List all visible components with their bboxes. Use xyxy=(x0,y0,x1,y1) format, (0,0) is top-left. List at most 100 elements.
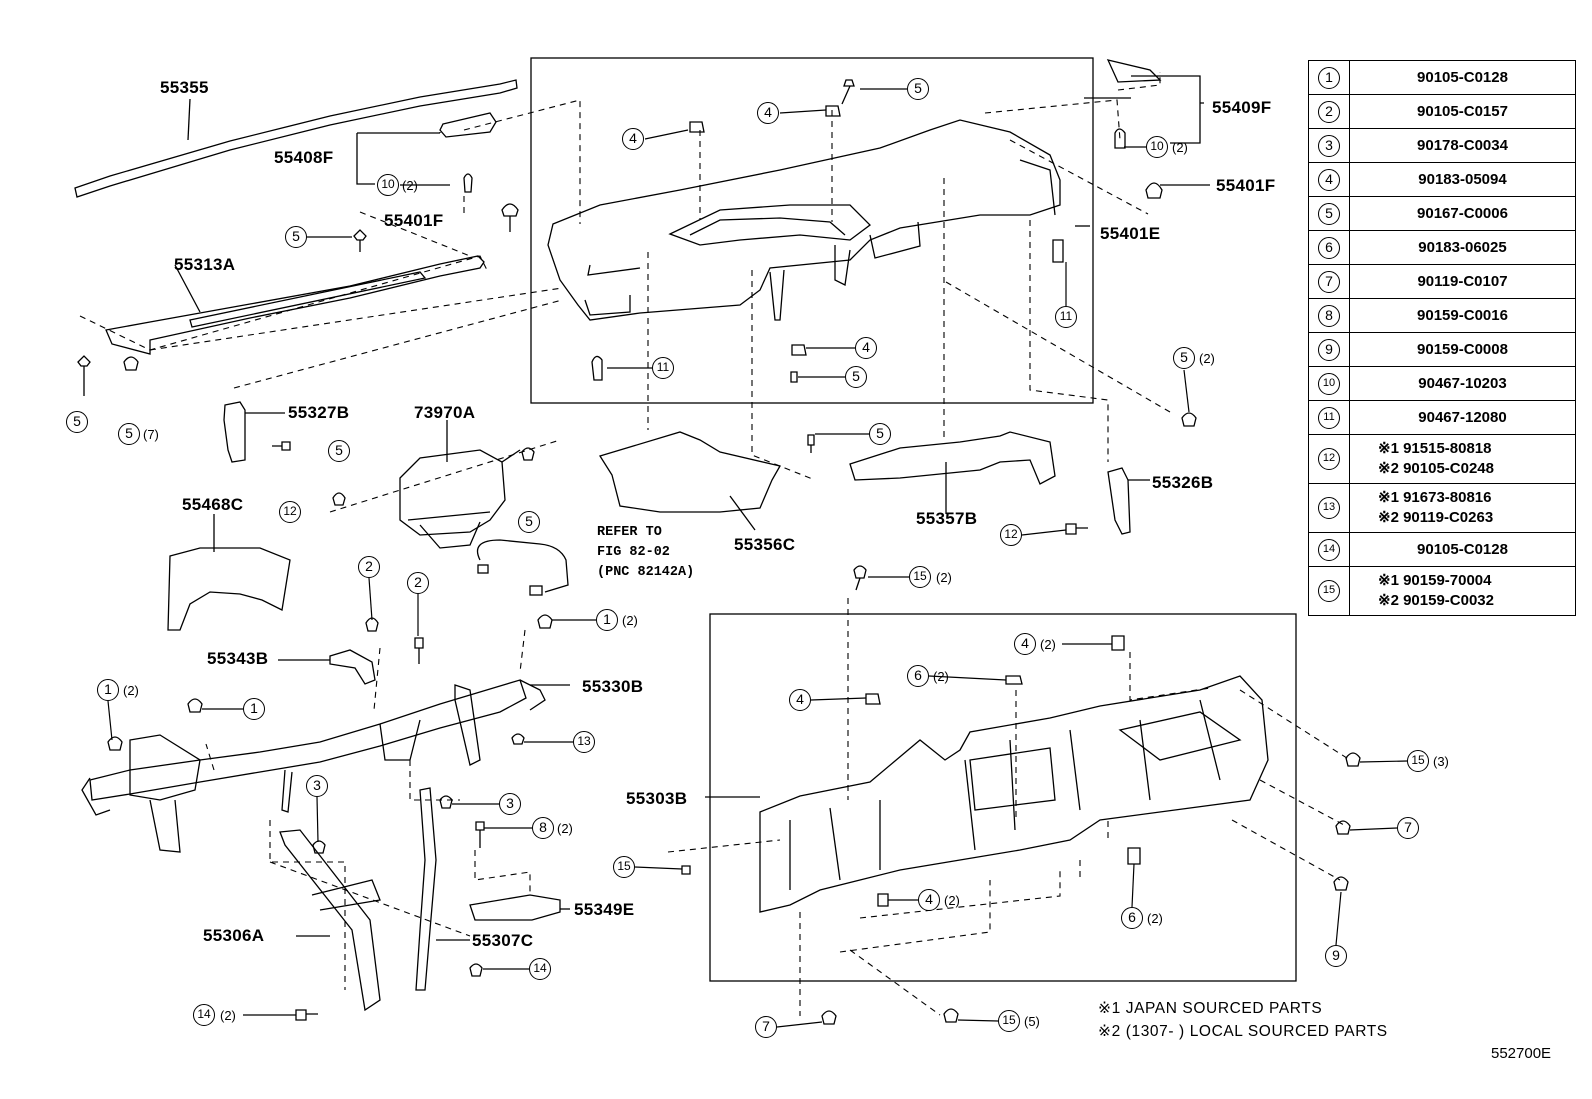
callout-15: 15 xyxy=(998,1010,1020,1032)
callout-15: 15 xyxy=(613,856,635,878)
part-label-55306A: 55306A xyxy=(203,926,265,945)
legend-key: 13 xyxy=(1318,497,1340,519)
legend-key: 15 xyxy=(1318,580,1340,602)
callout-4: 4 xyxy=(855,337,877,359)
callout-4: 4 xyxy=(789,689,811,711)
note-japan-sourced: ※1 JAPAN SOURCED PARTS xyxy=(1098,1000,1323,1017)
part-label-55326B: 55326B xyxy=(1152,473,1214,492)
legend-value: 90467-12080 xyxy=(1349,400,1576,435)
callout-2: 2 xyxy=(358,556,380,578)
legend-value: 90159-C0008 xyxy=(1349,332,1576,367)
legend-row: 12※1 91515-80818※2 90105-C0248 xyxy=(1308,434,1576,484)
legend-key: 7 xyxy=(1318,270,1340,293)
part-label-55303B: 55303B xyxy=(626,789,688,808)
callout-6: 6 xyxy=(907,665,929,687)
qty-2: (2) xyxy=(1199,351,1215,366)
refer-line-1: REFER TO xyxy=(597,525,662,540)
figure-id: 552700E xyxy=(1491,1045,1552,1062)
part-label-55349E: 55349E xyxy=(574,900,635,919)
legend-key: 5 xyxy=(1318,202,1340,225)
legend-value: ※1 91515-80818 xyxy=(1378,440,1492,457)
callout-2: 2 xyxy=(407,572,429,594)
note-local-sourced: ※2 (1307- ) LOCAL SOURCED PARTS xyxy=(1098,1023,1388,1040)
upper-panel-box xyxy=(530,57,1094,404)
callout-9: 9 xyxy=(1325,945,1347,967)
legend-value-alt: ※2 90119-C0263 xyxy=(1378,509,1494,526)
qty-2: (2) xyxy=(1040,637,1056,652)
callout-3: 3 xyxy=(499,793,521,815)
part-55468C-shape xyxy=(167,547,291,631)
legend-value: 90467-10203 xyxy=(1349,366,1576,401)
legend-key: 14 xyxy=(1318,538,1340,561)
callout-5: 5 xyxy=(1173,347,1195,369)
part-55313A-shape xyxy=(105,255,485,355)
callout-6: 6 xyxy=(1121,907,1143,929)
callout-4: 4 xyxy=(622,128,644,150)
legend-value: 90105-C0128 xyxy=(1349,60,1576,95)
part-label-55327B: 55327B xyxy=(288,403,350,422)
part-label-55408F: 55408F xyxy=(274,148,334,167)
legend-value: 90183-05094 xyxy=(1349,162,1576,197)
callout-14: 14 xyxy=(529,958,551,980)
callout-15: 15 xyxy=(909,566,931,588)
refer-line-3: (PNC 82142A) xyxy=(597,565,695,580)
part-55401E-shape xyxy=(547,119,1061,321)
part-label-55343B: 55343B xyxy=(207,649,269,668)
callout-7: 7 xyxy=(1397,817,1419,839)
qty-2: (2) xyxy=(622,613,638,628)
qty-2: (2) xyxy=(944,893,960,908)
callout-8: 8 xyxy=(532,817,554,839)
callout-4: 4 xyxy=(1014,633,1036,655)
part-label-55330B: 55330B xyxy=(582,677,644,696)
qty-2: (2) xyxy=(220,1008,236,1023)
refer-line-2: FIG 82-02 xyxy=(597,545,670,560)
part-label-55307C: 55307C xyxy=(472,931,534,950)
legend-row: 15※1 90159-70004※2 90159-C0032 xyxy=(1308,566,1576,616)
legend-key: 12 xyxy=(1318,448,1340,470)
callout-13: 13 xyxy=(573,731,595,753)
callout-14: 14 xyxy=(193,1004,215,1026)
qty-5: (5) xyxy=(1024,1014,1040,1029)
qty-2: (2) xyxy=(1172,140,1188,155)
callout-1: 1 xyxy=(596,609,618,631)
part-73970A-shape xyxy=(399,449,506,536)
part-label-55355: 55355 xyxy=(160,78,209,97)
callout-5: 5 xyxy=(66,411,88,433)
legend-key: 3 xyxy=(1318,134,1340,157)
callout-7: 7 xyxy=(755,1016,777,1038)
legend-value: ※1 91673-80816 xyxy=(1378,489,1492,506)
legend-key: 4 xyxy=(1318,168,1340,191)
legend-value: 90159-C0016 xyxy=(1349,298,1576,333)
callout-5: 5 xyxy=(845,366,867,388)
legend-row: 3 90178-C0034 xyxy=(1308,128,1576,163)
legend-key: 9 xyxy=(1318,338,1340,361)
callout-12: 12 xyxy=(279,501,301,523)
part-55306A-shape xyxy=(279,829,381,1012)
legend-value: 90183-06025 xyxy=(1349,230,1576,265)
legend-value: 90178-C0034 xyxy=(1349,128,1576,163)
part-label-55313A: 55313A xyxy=(174,255,236,274)
qty-7: (7) xyxy=(143,427,159,442)
qty-2: (2) xyxy=(936,570,952,585)
legend-key: 1 xyxy=(1318,66,1340,89)
callout-4: 4 xyxy=(757,102,779,124)
part-label-55409F: 55409F xyxy=(1212,98,1272,117)
callout-5: 5 xyxy=(118,423,140,445)
part-55303B-shape xyxy=(759,675,1269,913)
legend-value: 90105-C0157 xyxy=(1349,94,1576,129)
callout-11: 11 xyxy=(1055,306,1077,328)
callout-4: 4 xyxy=(918,889,940,911)
fastener-shapes xyxy=(77,79,1361,1025)
legend-row: 5 90167-C0006 xyxy=(1308,196,1576,231)
part-label-55401F-right: 55401F xyxy=(1216,176,1276,195)
part-label-55357B: 55357B xyxy=(916,509,978,528)
callout-12: 12 xyxy=(1000,524,1022,546)
part-label-55468C: 55468C xyxy=(182,495,244,514)
legend-value: 90167-C0006 xyxy=(1349,196,1576,231)
callout-5: 5 xyxy=(518,511,540,533)
